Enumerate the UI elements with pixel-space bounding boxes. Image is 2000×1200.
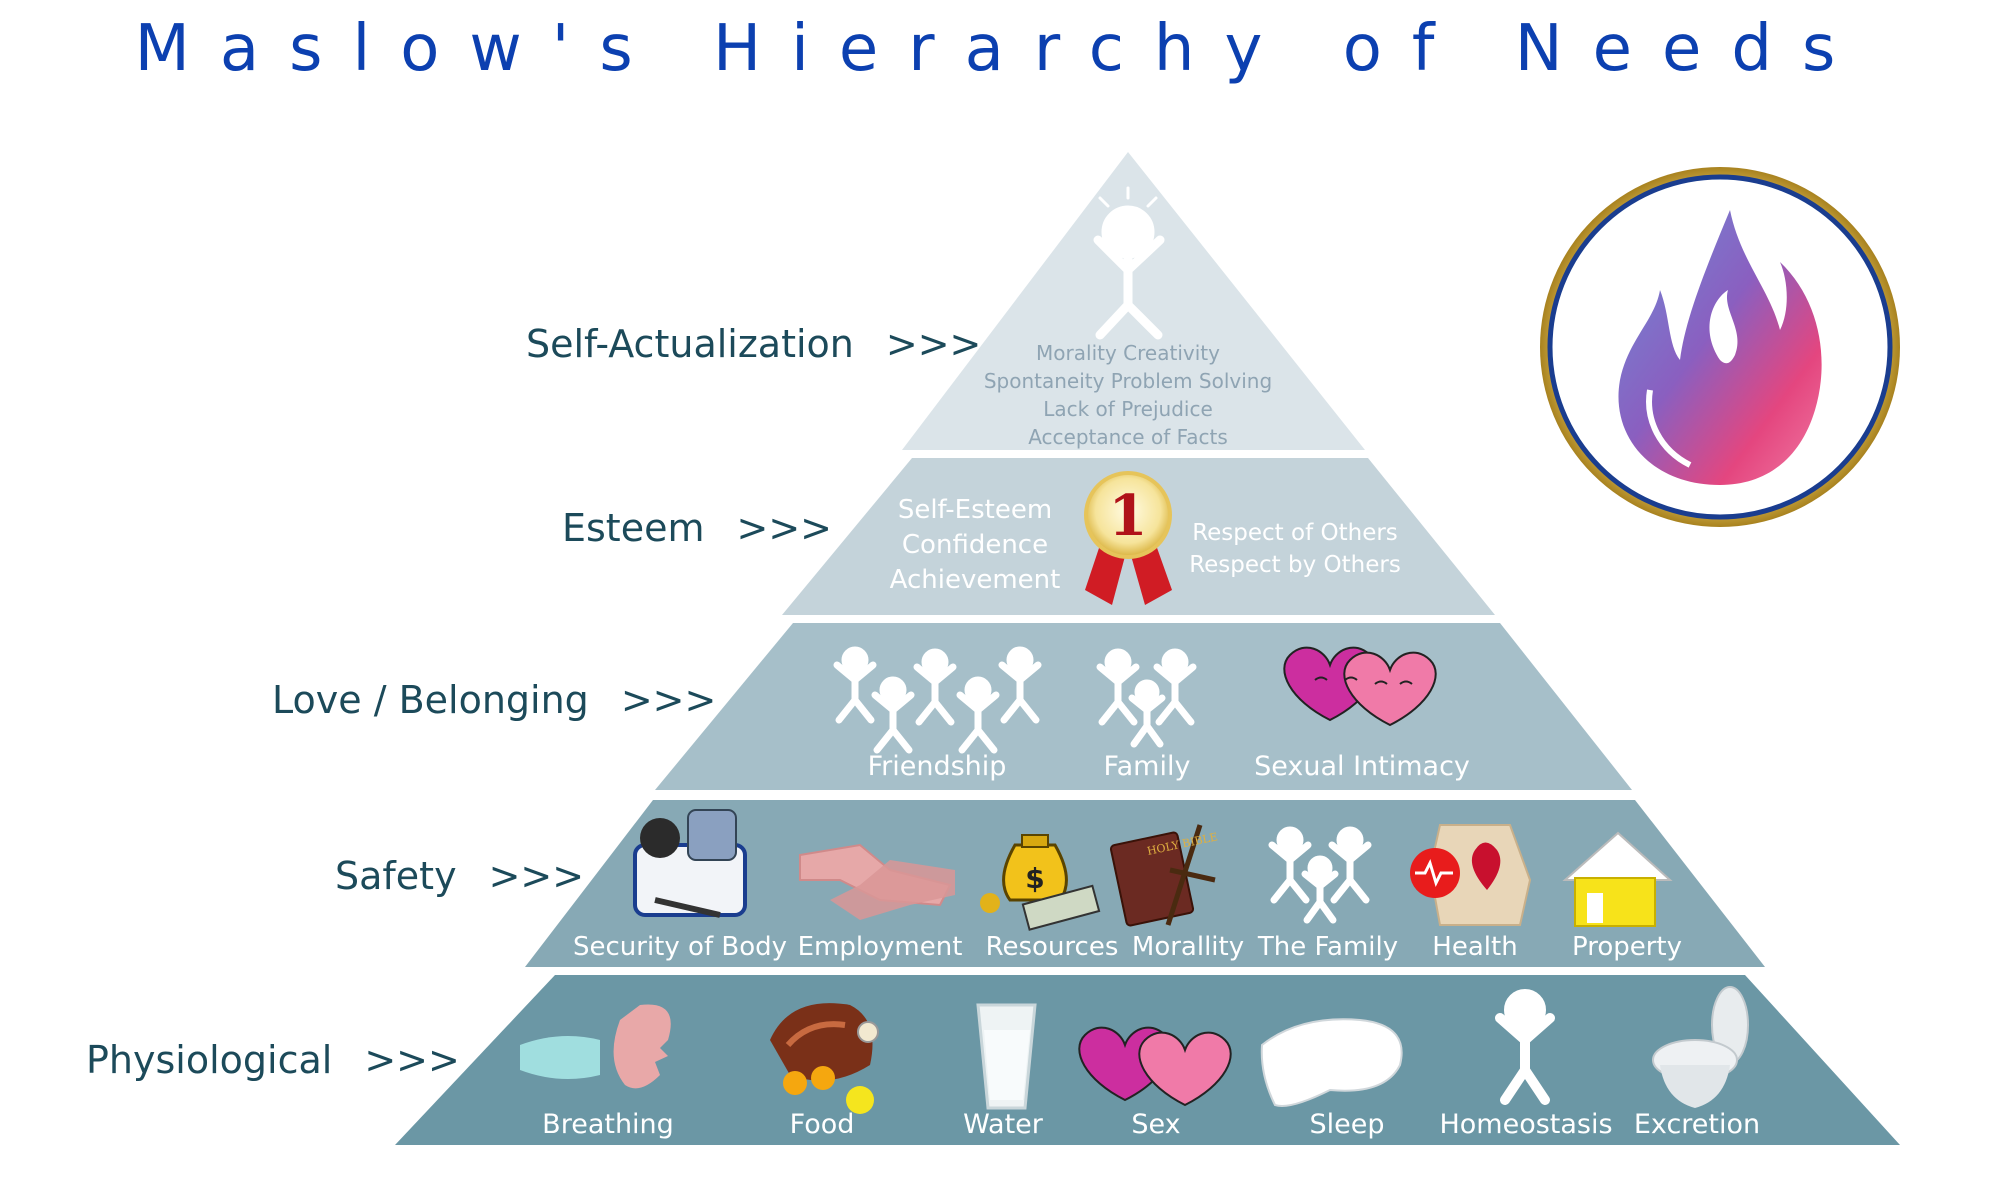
sa-item-3: Lack of Prejudice [1043,397,1213,421]
love-item-friendship: Friendship [868,751,1007,782]
tier-self-actualization [902,152,1365,450]
the-family-people-icon [1268,826,1372,924]
label-esteem: Esteem >>> [562,506,832,550]
self-actualization-items: Morality Creativity Spontaneity Problem … [984,341,1272,449]
arrows-icon: >>> [885,322,982,366]
label-safety: Safety >>> [335,854,584,898]
esteem-item-respect-of: Respect of Others [1192,520,1398,546]
safety-item-the-family: The Family [1257,932,1398,962]
phys-item-sex: Sex [1131,1109,1180,1140]
safety-item-security: Security of Body [573,932,787,962]
safety-item-employment: Employment [798,932,963,962]
armor-vest-icon [633,809,747,918]
health-heart-icon [1410,824,1532,926]
phys-item-excretion: Excretion [1634,1109,1760,1140]
handshake-icon [799,843,955,920]
arrows-icon: >>> [364,1038,460,1082]
safety-items: Security of Body Employment Resources Mo… [573,932,1682,962]
pillow-icon [1260,1018,1403,1107]
water-glass-icon [976,1003,1037,1110]
svg-text:$: $ [1025,862,1044,895]
love-item-family: Family [1104,751,1191,782]
esteem-left-items: Self-Esteem Confidence Achievement [890,495,1061,595]
safety-item-morallity: Morallity [1132,932,1244,962]
phys-item-water: Water [963,1109,1044,1140]
label-text: Love / Belonging [272,678,589,722]
label-love-belonging: Love / Belonging >>> [272,678,716,722]
medal-number: 1 [1109,483,1148,549]
breathing-face-icon [520,1004,671,1089]
sa-item-2: Spontaneity Problem Solving [984,369,1272,393]
love-item-intimacy: Sexual Intimacy [1254,751,1470,782]
esteem-item-self-esteem: Self-Esteem [898,495,1052,525]
physiological-items: Breathing Food Water Sex Sleep Homeostas… [542,1109,1760,1140]
love-items: Friendship Family Sexual Intimacy [868,751,1470,782]
label-text: Esteem [562,506,705,550]
family-people-icon [1096,648,1197,748]
money-bag-icon: $ [980,834,1101,931]
phys-item-homeostasis: Homeostasis [1439,1109,1612,1140]
esteem-right-items: Respect of Others Respect by Others [1189,520,1401,578]
phys-item-sleep: Sleep [1309,1109,1384,1140]
homeostasis-person-icon [1495,989,1555,1105]
esteem-item-confidence: Confidence [902,530,1048,560]
happy-person-icon [1093,186,1165,340]
friendship-people-icon [833,646,1042,754]
toilet-icon [1652,986,1749,1108]
sa-item-4: Acceptance of Facts [1028,425,1228,449]
arrows-icon: >>> [488,854,585,898]
arrows-icon: >>> [736,506,833,550]
label-self-actualization: Self-Actualization >>> [526,322,981,366]
label-text: Physiological [86,1038,333,1082]
safety-item-health: Health [1432,932,1517,962]
label-text: Self-Actualization [526,322,854,366]
label-text: Safety [335,854,457,898]
flame-logo-icon [1540,167,1900,527]
safety-item-property: Property [1572,932,1682,962]
phys-item-breathing: Breathing [542,1109,674,1140]
hearts-intimacy-icon [1283,646,1437,727]
page-title: Maslow's Hierarchy of Needs [134,12,1866,86]
esteem-item-respect-by: Respect by Others [1189,552,1401,578]
house-icon [1562,831,1673,927]
sa-item-1: Morality Creativity [1036,341,1220,365]
arrows-icon: >>> [620,678,717,722]
food-ham-icon [770,1003,879,1114]
hearts-sex-icon [1078,1026,1232,1107]
safety-item-resources: Resources [986,932,1119,962]
esteem-item-achievement: Achievement [890,565,1061,595]
medal-ribbon-icon: 1 [1084,471,1172,605]
label-physiological: Physiological >>> [86,1038,460,1082]
phys-item-food: Food [790,1109,855,1140]
